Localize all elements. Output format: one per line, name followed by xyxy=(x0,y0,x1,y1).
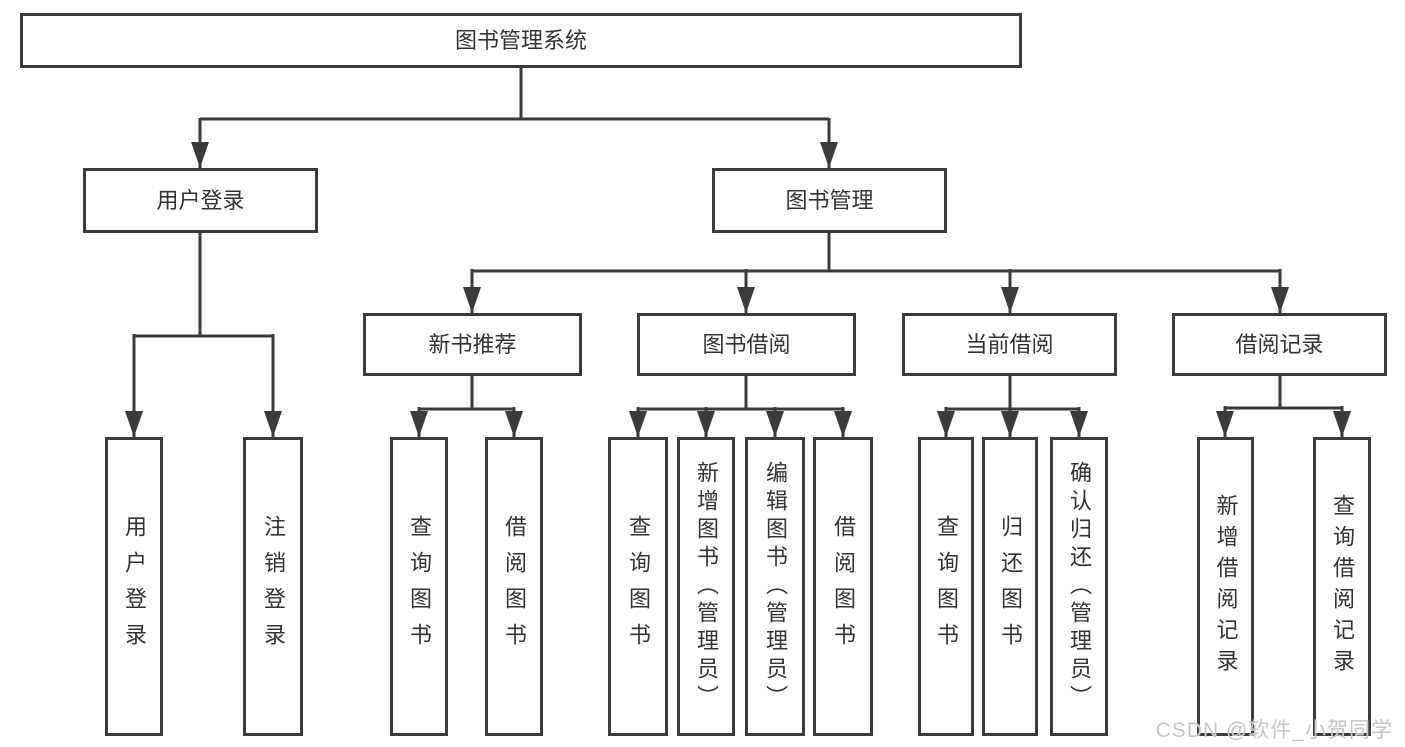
node-label: 归还图书 xyxy=(998,514,1023,659)
node-label: 新增图书（管理员） xyxy=(694,460,719,713)
node-label: 查询借阅记录 xyxy=(1330,493,1355,680)
node-current-borrowing: 当前借阅 xyxy=(902,313,1117,376)
leaf-user-login: 用户登录 xyxy=(105,437,163,736)
node-label: 图书管理系统 xyxy=(454,27,587,53)
node-label: 新增借阅记录 xyxy=(1213,493,1239,680)
leaf-edit-books-admin: 编辑图书（管理员） xyxy=(745,437,805,736)
node-label: 查询图书 xyxy=(407,514,432,659)
node-root-book-management-system: 图书管理系统 xyxy=(20,13,1022,68)
leaf-query-books-2: 查询图书 xyxy=(608,437,668,736)
node-user-login-group: 用户登录 xyxy=(83,168,318,233)
node-label: 新书推荐 xyxy=(428,331,517,357)
node-label: 借阅图书 xyxy=(502,514,527,659)
node-label: 图书管理 xyxy=(785,187,874,213)
leaf-logout: 注销登录 xyxy=(243,437,303,736)
csdn-watermark: CSDN @软件_小贺同学 xyxy=(1155,719,1393,742)
node-borrowing-records: 借阅记录 xyxy=(1172,313,1387,376)
node-label: 查询图书 xyxy=(626,514,651,659)
node-book-borrowing: 图书借阅 xyxy=(637,313,856,376)
node-label: 编辑图书（管理员） xyxy=(763,460,788,713)
node-label: 借阅图书 xyxy=(831,514,856,659)
leaf-add-borrow-record: 新增借阅记录 xyxy=(1197,437,1254,736)
leaf-return-books: 归还图书 xyxy=(982,437,1038,736)
leaf-add-books-admin: 新增图书（管理员） xyxy=(677,437,735,736)
node-label: 当前借阅 xyxy=(965,331,1054,357)
node-book-management: 图书管理 xyxy=(712,168,947,233)
node-label: 借阅记录 xyxy=(1235,331,1324,357)
node-label: 用户登录 xyxy=(156,187,245,213)
leaf-confirm-return-admin: 确认归还（管理员） xyxy=(1050,437,1108,736)
leaf-borrow-books-1: 借阅图书 xyxy=(485,437,543,736)
node-label: 注销登录 xyxy=(261,514,286,659)
leaf-query-books-3: 查询图书 xyxy=(918,437,974,736)
node-label: 查询图书 xyxy=(934,514,959,659)
leaf-borrow-books-2: 借阅图书 xyxy=(813,437,873,736)
leaf-query-books-1: 查询图书 xyxy=(390,437,448,736)
leaf-query-borrow-record: 查询借阅记录 xyxy=(1313,437,1371,736)
node-label: 确认归还（管理员） xyxy=(1067,460,1092,713)
node-new-book-recommendation: 新书推荐 xyxy=(363,313,582,376)
node-label: 用户登录 xyxy=(122,514,147,659)
node-label: 图书借阅 xyxy=(702,331,791,357)
